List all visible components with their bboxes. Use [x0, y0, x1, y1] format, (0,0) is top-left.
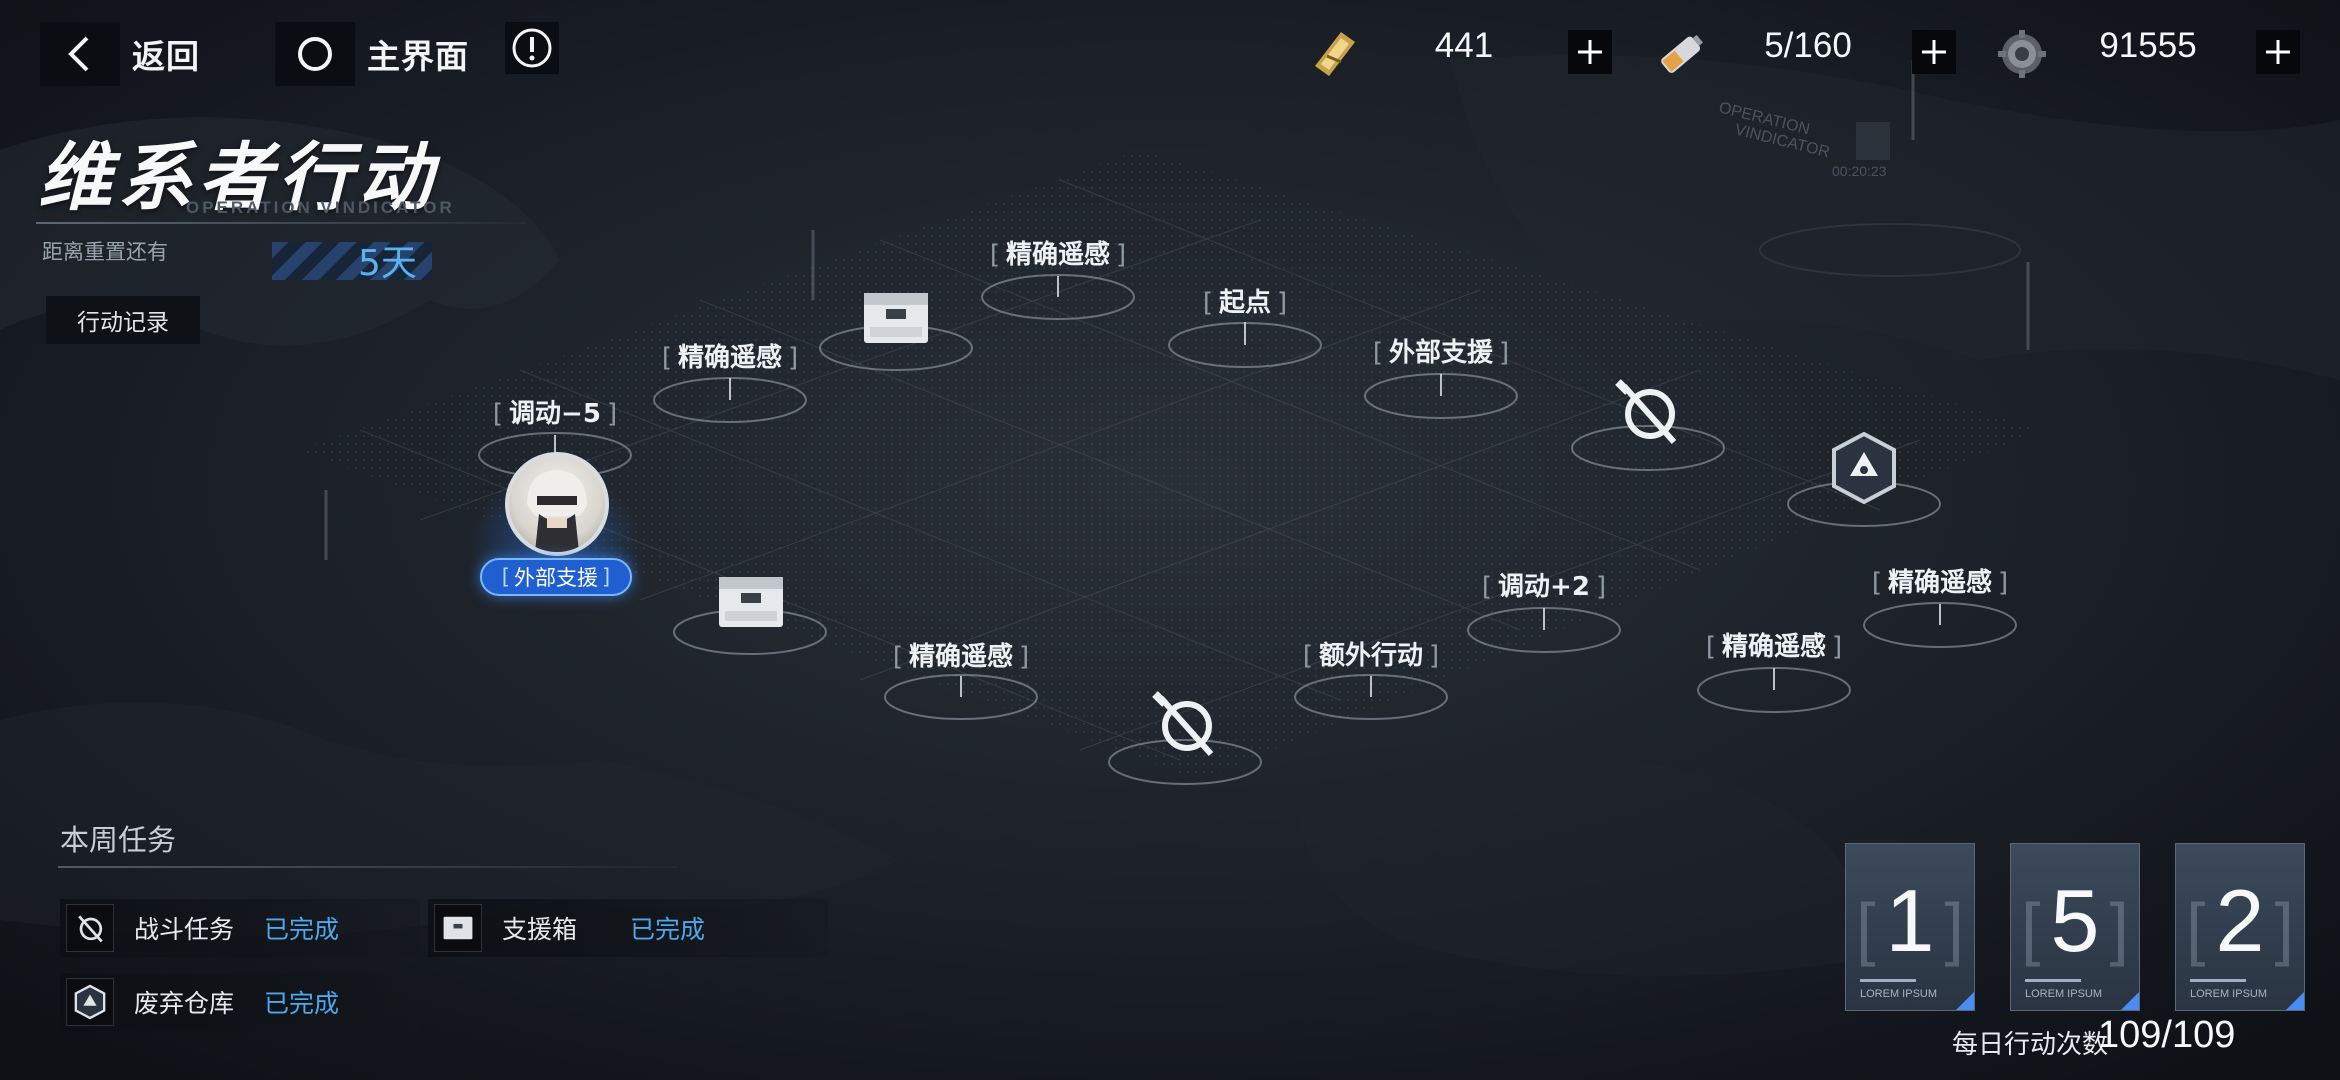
back-label: 返回	[132, 37, 200, 76]
title-divider	[36, 222, 526, 224]
ticket-count: 441	[1434, 26, 1494, 65]
energy-count: 5/160	[1764, 26, 1852, 65]
info-button[interactable]	[505, 22, 559, 74]
counter-card: [] 5 LOREM IPSUM	[2010, 843, 2140, 1011]
home-button[interactable]: 主界面	[275, 22, 469, 86]
plus-icon	[1922, 40, 1946, 64]
exclamation-icon	[512, 28, 552, 68]
map-node-label[interactable]: [调动−5]	[492, 399, 618, 429]
battle-icon[interactable]	[1608, 372, 1688, 452]
battery-icon	[1650, 24, 1710, 84]
card-caption: LOREM IPSUM	[2025, 988, 2103, 1000]
map-node-label[interactable]: [外部支援]	[1372, 338, 1510, 368]
task-status: 已完成	[264, 989, 340, 1018]
gear-part-icon	[1992, 24, 2052, 84]
counter-card: [] 1 LOREM IPSUM	[1845, 843, 1975, 1011]
plus-icon	[2266, 40, 2290, 64]
home-circle-icon	[275, 22, 355, 86]
warehouse-icon	[66, 978, 114, 1026]
task-name: 战斗任务	[134, 915, 235, 944]
card-caption: LOREM IPSUM	[2190, 988, 2268, 1000]
map-node-label[interactable]: [额外行动]	[1302, 641, 1440, 671]
supply-crate-icon[interactable]	[856, 285, 936, 351]
character-portrait-icon	[527, 470, 587, 552]
reset-stripe	[272, 242, 432, 280]
weekly-tasks-title: 本周任务	[60, 823, 177, 857]
task-status: 已完成	[630, 915, 706, 944]
plus-icon	[1578, 40, 1602, 64]
add-parts-button[interactable]	[2256, 30, 2300, 74]
map-node-label[interactable]: [精确遥感]	[661, 343, 799, 373]
task-name: 支援箱	[502, 915, 578, 944]
card-caption: LOREM IPSUM	[1860, 988, 1938, 1000]
map-node-label[interactable]: [精确遥感]	[1705, 632, 1843, 662]
task-item-battle[interactable]: 战斗任务 已完成	[60, 899, 420, 957]
player-node-tag[interactable]: [外部支援]	[480, 558, 632, 596]
counter-card: [] 2 LOREM IPSUM	[2175, 843, 2305, 1011]
operation-subtitle: OPERATION VINDICATOR	[186, 198, 455, 217]
player-avatar[interactable]	[505, 452, 609, 556]
map-node-label-start[interactable]: [起点]	[1202, 288, 1288, 318]
supply-crate-icon	[434, 904, 482, 952]
map-node-label[interactable]: [调动+2]	[1481, 572, 1607, 602]
back-button[interactable]: 返回	[40, 22, 200, 86]
svg-text:00:20:23: 00:20:23	[1832, 163, 1887, 179]
map-node-label[interactable]: [精确遥感]	[989, 240, 1127, 270]
task-name: 废弃仓库	[134, 989, 235, 1018]
counter-digit: 1	[1885, 871, 1935, 970]
operation-title: 维系者行动	[38, 135, 438, 221]
home-label: 主界面	[367, 37, 469, 76]
add-energy-button[interactable]	[1912, 30, 1956, 74]
battle-icon[interactable]	[1145, 684, 1225, 764]
weekly-tasks-divider	[58, 866, 678, 868]
map-node-label[interactable]: [精确遥感]	[892, 642, 1030, 672]
counter-digit: 2	[2215, 871, 2265, 970]
task-item-warehouse[interactable]: 废弃仓库 已完成	[60, 973, 420, 1031]
counter-digit: 5	[2050, 871, 2100, 970]
parts-count: 91555	[2099, 26, 2197, 65]
reset-label: 距离重置还有	[42, 240, 168, 264]
task-item-supply[interactable]: 支援箱 已完成	[428, 899, 828, 957]
action-log-button[interactable]: 行动记录	[46, 296, 200, 344]
reset-value: 5天	[358, 243, 417, 284]
add-ticket-button[interactable]	[1568, 30, 1612, 74]
map-node-label[interactable]: [精确遥感]	[1871, 568, 2009, 598]
daily-actions-value: 109/109	[2098, 1014, 2236, 1056]
daily-actions-label: 每日行动次数	[1952, 1030, 2109, 1060]
chevron-left-icon	[40, 22, 120, 86]
gold-ticket-icon	[1305, 24, 1365, 84]
battle-icon	[66, 904, 114, 952]
task-status: 已完成	[264, 915, 340, 944]
supply-crate-icon[interactable]	[711, 569, 791, 635]
warehouse-icon[interactable]	[1828, 430, 1900, 506]
